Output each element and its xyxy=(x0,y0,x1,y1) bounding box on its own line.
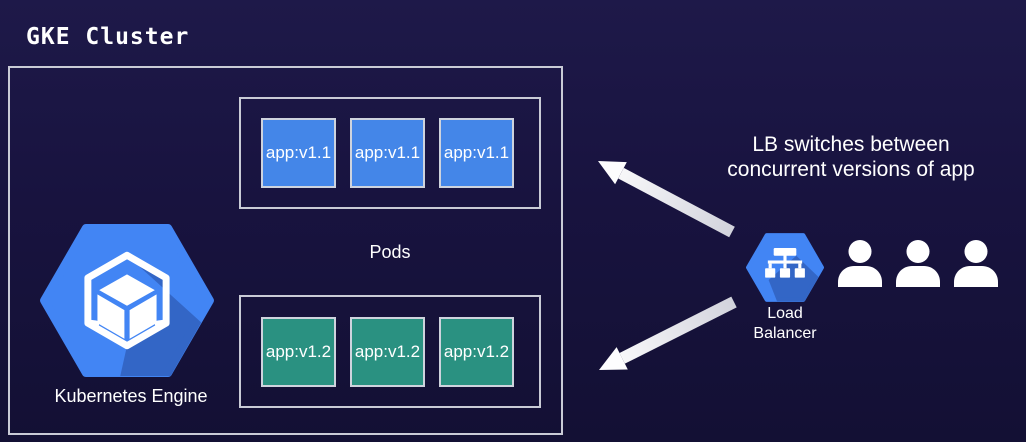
pods-box-v2: app:v1.2 app:v1.2 app:v1.2 xyxy=(239,295,541,408)
lb-network-glyph xyxy=(765,248,805,278)
pods-box-v1: app:v1.1 app:v1.1 app:v1.1 xyxy=(239,97,541,209)
diagram-title: GKE Cluster xyxy=(26,24,190,50)
pod-app-v1-2: app:v1.1 xyxy=(350,118,425,188)
user-icon xyxy=(954,240,998,287)
users-group xyxy=(836,240,1000,287)
pod-app-v1-3: app:v1.1 xyxy=(439,118,514,188)
kubernetes-engine-label: Kubernetes Engine xyxy=(54,386,208,406)
gke-cluster-box: Kubernetes Engine app:v1.1 app:v1.1 app:… xyxy=(8,66,563,435)
pod-app-v2-2: app:v1.2 xyxy=(350,316,425,387)
gke-cube-glyph xyxy=(85,274,169,339)
lb-annotation: LB switches between concurrent versions … xyxy=(676,132,1026,182)
user-icon xyxy=(896,240,940,287)
lb-annotation-line2: concurrent versions of app xyxy=(727,158,975,182)
lb-annotation-line1: LB switches between xyxy=(752,133,950,156)
kubernetes-engine-icon xyxy=(40,224,214,377)
pod-app-v2-3: app:v1.2 xyxy=(439,316,514,387)
pod-app-v1-1: app:v1.1 xyxy=(261,118,336,188)
user-icon xyxy=(838,240,882,287)
arrow-to-pods-v1 xyxy=(598,161,735,238)
load-balancer-label: Load Balancer xyxy=(753,305,817,342)
pods-label: Pods xyxy=(369,242,411,262)
arrow-to-pods-v2 xyxy=(599,296,737,370)
pod-app-v2-1: app:v1.2 xyxy=(261,316,336,387)
lb-traffic-arrows xyxy=(598,161,737,370)
load-balancer-icon xyxy=(746,233,824,302)
